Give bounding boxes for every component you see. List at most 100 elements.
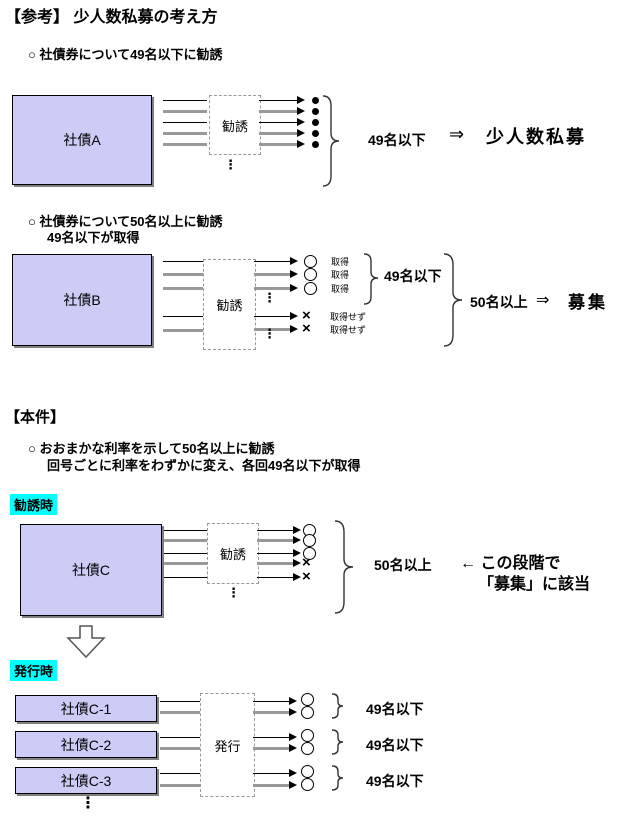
bond-c2-box: 社債C-2 xyxy=(15,731,157,758)
bond-a-label: 社債A xyxy=(63,132,101,148)
arrowhead-icon xyxy=(293,573,301,581)
ellipsis: ⋮ xyxy=(224,157,237,172)
brace xyxy=(331,729,344,755)
flow-line xyxy=(163,261,203,262)
arrowhead-icon xyxy=(297,107,305,115)
flow-arrow xyxy=(253,733,297,742)
flow-line xyxy=(163,122,207,123)
stage-note-line1: ← この段階で xyxy=(460,555,561,572)
flow-arrow xyxy=(254,325,298,334)
brace xyxy=(331,765,344,791)
acquired-circle xyxy=(301,765,314,778)
bond-c2-label: 社債C-2 xyxy=(60,736,112,753)
arrowhead-icon xyxy=(297,140,305,148)
flow-line xyxy=(164,553,207,554)
flow-arrow xyxy=(253,769,297,778)
flow-arrow xyxy=(257,559,301,568)
arrowhead-icon xyxy=(289,744,297,752)
acquired-circle xyxy=(301,778,314,791)
solicitation-box-c: 勧誘 xyxy=(207,523,259,584)
flow-line xyxy=(164,530,207,531)
flow-line xyxy=(164,577,207,578)
brace xyxy=(363,253,379,305)
brace xyxy=(443,253,463,347)
count-label-c3: 49名以下 xyxy=(366,773,424,789)
implies-arrow-a: ⇒ xyxy=(449,124,467,144)
bond-a-box: 社債A xyxy=(12,95,152,185)
flow-line xyxy=(160,784,200,787)
arrowhead-icon xyxy=(290,270,298,278)
implies-arrow-b: ⇒ xyxy=(536,292,550,309)
not-acquired-mark: × xyxy=(302,568,311,585)
acquired-circle xyxy=(304,268,317,281)
solicitation-label-c: 勧誘 xyxy=(219,547,246,562)
ellipsis: ⋮ xyxy=(263,290,276,305)
bullet-solicit-50-line1: ○ 社債券について50名以上に勧誘 xyxy=(28,214,223,229)
flow-line xyxy=(163,110,207,113)
not-acquired-label: 取得せず xyxy=(330,312,367,322)
flow-arrow xyxy=(259,140,305,149)
arrowhead-icon xyxy=(293,526,301,534)
arrowhead-icon xyxy=(290,325,298,333)
arrowhead-icon xyxy=(293,536,301,544)
stage-issuance-badge: 発行時 xyxy=(10,660,58,681)
flow-arrow xyxy=(254,284,298,293)
arrowhead-icon xyxy=(293,559,301,567)
arrowhead-icon xyxy=(289,781,297,789)
flow-line xyxy=(163,316,203,317)
flow-line xyxy=(160,747,200,750)
flow-line xyxy=(163,100,207,101)
count-label-a: 49名以下 xyxy=(368,132,426,148)
arrowhead-icon xyxy=(297,118,305,126)
bond-c3-label: 社債C-3 xyxy=(60,772,112,789)
flow-arrow xyxy=(254,257,298,266)
acquired-circle xyxy=(303,534,316,547)
flow-line xyxy=(160,711,200,714)
subcount-label-b: 49名以下 xyxy=(384,268,442,284)
arrowhead-icon xyxy=(293,549,301,557)
recipient-dot xyxy=(312,97,319,104)
acquired-label: 取得 xyxy=(331,284,350,294)
count-label-c: 50名以上 xyxy=(374,557,432,573)
arrowhead-icon xyxy=(290,312,298,320)
bond-c3-box: 社債C-3 xyxy=(15,767,157,794)
flow-arrow xyxy=(253,708,297,717)
acquired-circle xyxy=(301,729,314,742)
solicitation-label-a: 勧誘 xyxy=(221,118,248,134)
flow-arrow xyxy=(257,573,301,582)
flow-arrow xyxy=(254,312,298,321)
flow-line xyxy=(163,143,207,146)
brace xyxy=(322,95,340,187)
flow-line xyxy=(163,273,203,276)
arrowhead-icon xyxy=(289,697,297,705)
ellipsis: ⋮ xyxy=(80,795,96,812)
acquired-circle xyxy=(304,282,317,295)
flow-arrow xyxy=(257,526,301,535)
flow-arrow xyxy=(254,270,298,279)
recipient-dot xyxy=(312,130,319,137)
acquired-circle xyxy=(301,706,314,719)
stage-note-line2: 「募集」に該当 xyxy=(478,576,591,593)
result-label-b: 募集 xyxy=(568,293,608,312)
flow-arrow xyxy=(259,118,305,127)
flow-arrow xyxy=(257,549,301,558)
issuance-label: 発行 xyxy=(214,738,241,754)
issuance-box: 発行 xyxy=(200,693,255,797)
flow-line xyxy=(160,701,200,702)
count-label-c1: 49名以下 xyxy=(366,701,424,717)
flow-line xyxy=(160,773,200,774)
flow-arrow xyxy=(253,781,297,790)
acquired-label: 取得 xyxy=(331,257,350,267)
arrowhead-icon xyxy=(297,96,305,104)
flow-line xyxy=(163,287,203,290)
flow-line xyxy=(163,329,203,332)
solicitation-label-b: 勧誘 xyxy=(216,298,243,313)
honken-heading: 【本件】 xyxy=(5,409,66,426)
arrowhead-icon xyxy=(289,769,297,777)
brace xyxy=(334,520,354,614)
bond-c1-box: 社債C-1 xyxy=(15,695,157,722)
count-label-c2: 49名以下 xyxy=(366,737,424,753)
arrowhead-icon xyxy=(297,129,305,137)
honken-bullet-line1: ○ おおまかな利率を示して50名以上に勧誘 xyxy=(28,441,275,456)
flow-line xyxy=(163,132,207,135)
